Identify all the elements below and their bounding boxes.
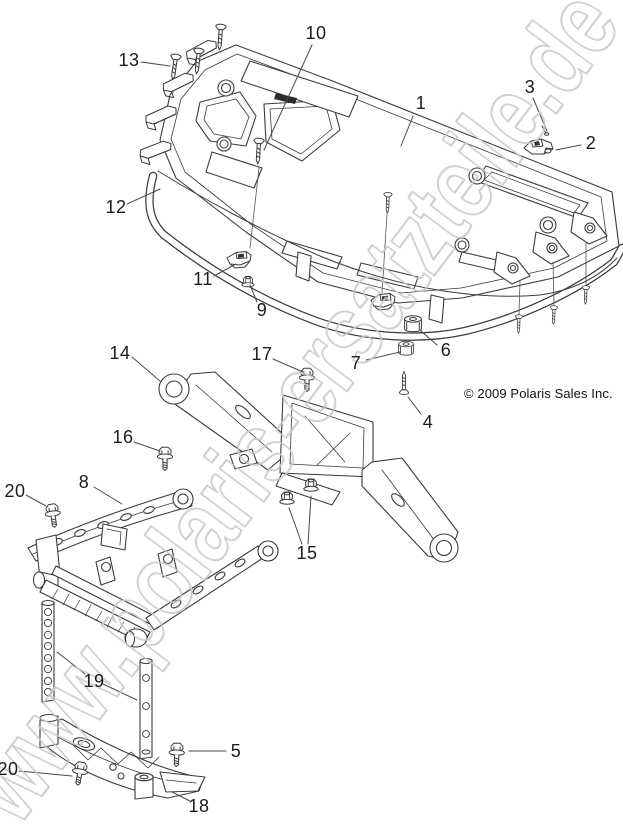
callout-14: 14 — [109, 343, 131, 363]
rack-side-mounts — [493, 211, 608, 285]
mount-screw-4 — [398, 370, 410, 396]
callout-19: 19 — [83, 671, 105, 691]
callout-15: 15 — [296, 543, 318, 563]
rack-tube-tab — [428, 294, 445, 324]
callout-8: 8 — [78, 472, 90, 492]
callout-17: 17 — [251, 344, 273, 364]
callout-10: 10 — [305, 23, 327, 43]
projection-lines — [249, 167, 587, 315]
front-rack — [139, 39, 620, 324]
upper-support-bracket — [27, 488, 194, 562]
lower-bumper-bracket — [39, 713, 206, 800]
callout-13: 13 — [118, 50, 140, 70]
callout-7: 7 — [350, 353, 362, 373]
latch-clip — [523, 138, 554, 155]
bolt-5 — [168, 742, 186, 768]
support-bars — [41, 599, 153, 760]
rack-cutouts — [195, 60, 589, 290]
nut-9 — [241, 276, 255, 288]
rack-latch-detail — [274, 93, 297, 104]
callout-18: 18 — [188, 796, 210, 816]
callout-2: 2 — [585, 133, 597, 153]
callout-3: 3 — [524, 77, 536, 97]
main-frame — [32, 534, 279, 648]
callout-4: 4 — [422, 412, 434, 432]
callout-20: 20 — [4, 481, 26, 501]
clamp-11 — [226, 251, 252, 269]
rack-tube-tab — [295, 251, 312, 282]
front-rack-support-brace — [158, 371, 459, 563]
bolt-20-upper — [43, 502, 63, 529]
callout-16: 16 — [112, 427, 134, 447]
latch-pin — [541, 125, 550, 136]
callout-20-2: 20 — [0, 759, 19, 779]
fasteners — [43, 23, 591, 788]
callout-12: 12 — [105, 197, 127, 217]
callout-1: 1 — [415, 93, 427, 113]
callout-6: 6 — [440, 340, 452, 360]
callout-9: 9 — [256, 300, 268, 320]
callout-leader-lines — [18, 44, 582, 802]
front-bumper-tube — [145, 170, 623, 341]
callout-11: 11 — [193, 269, 213, 289]
callout-5: 5 — [230, 741, 242, 761]
copyright-text: © 2009 Polaris Sales Inc. — [464, 386, 613, 401]
